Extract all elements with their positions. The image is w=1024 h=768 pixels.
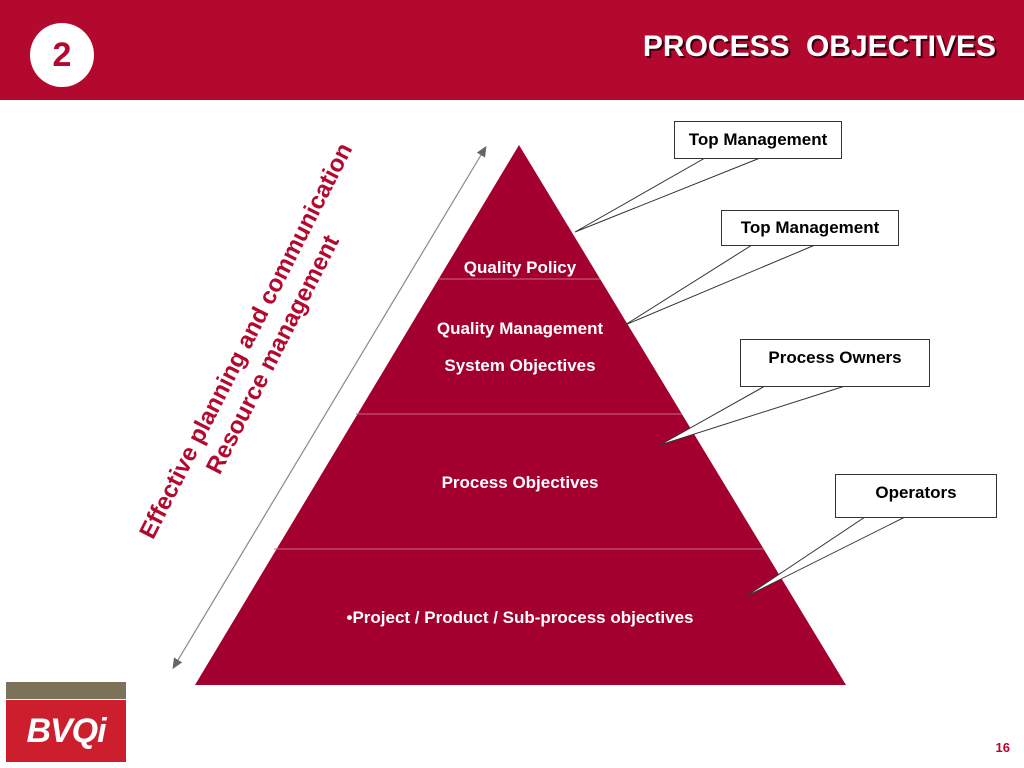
callout-label: Top Management	[740, 218, 880, 237]
double-headed-arrow	[172, 145, 487, 670]
tier-label-line: System Objectives	[444, 356, 596, 375]
section-number: 2	[52, 35, 72, 74]
callout-label: Process Owners	[768, 348, 902, 367]
tier-project-objectives: •Project / Product / Sub-process objecti…	[270, 599, 770, 636]
callout-process-owners: Process Owners	[740, 339, 930, 387]
callout-label: Operators	[875, 483, 957, 502]
logo-bar	[6, 682, 126, 699]
tier-label-line: Quality Policy	[463, 258, 577, 277]
callout-label: Top Management	[688, 130, 828, 149]
header-bar: 2 PROCESS OBJECTIVES	[0, 0, 1024, 100]
tier-quality-policy: Quality Policy	[420, 249, 620, 286]
logo-text: BVQi	[26, 711, 106, 750]
tier-label-line: •Project / Product / Sub-process objecti…	[346, 608, 694, 627]
callout-pointer	[744, 516, 906, 598]
tier-label-line: Process Objectives	[441, 473, 599, 492]
tier-label-line: Quality Management	[436, 319, 604, 338]
callout-top-management-2: Top Management	[721, 210, 899, 246]
callout-pointer	[659, 385, 846, 446]
tier-qms-objectives: Quality Management System Objectives	[370, 310, 670, 384]
tier-process-objectives: Process Objectives	[370, 464, 670, 501]
section-badge: 2	[30, 23, 94, 87]
callout-operators: Operators	[835, 474, 997, 518]
callout-top-management: Top Management	[674, 121, 842, 159]
page-title: PROCESS OBJECTIVES	[642, 30, 996, 63]
company-logo: BVQi	[6, 700, 126, 762]
page-number: 16	[995, 740, 1010, 755]
